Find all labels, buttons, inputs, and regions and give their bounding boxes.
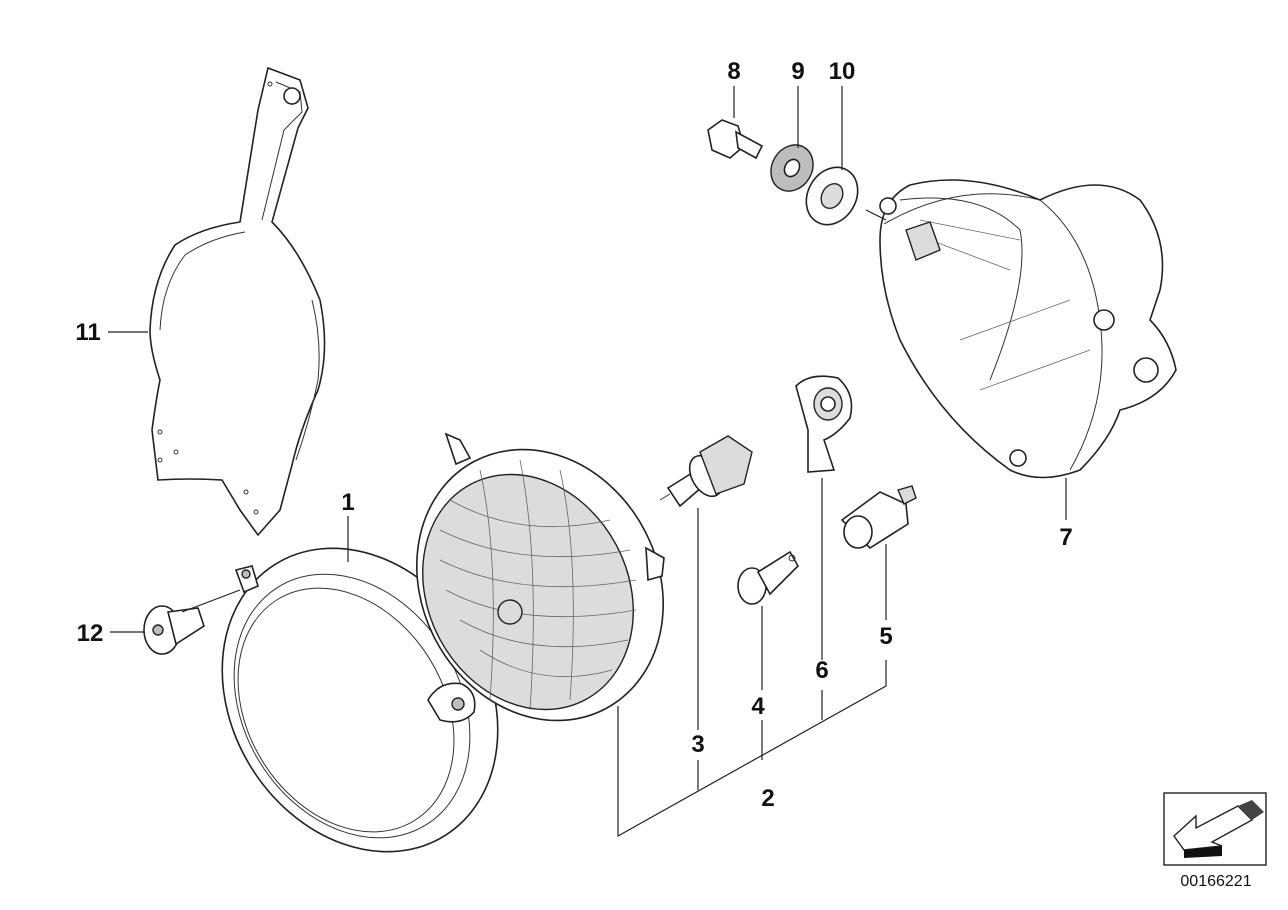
- bulb-part-3[interactable]: [659, 435, 753, 508]
- callout-6: 6: [815, 657, 828, 684]
- cover-cap-part-6[interactable]: [795, 375, 853, 473]
- housing-part-7[interactable]: [879, 179, 1177, 479]
- leader-lines: [108, 86, 1067, 838]
- washer-part-10[interactable]: [796, 158, 868, 234]
- bracket-part-11[interactable]: [149, 66, 326, 537]
- callout-2: 2: [761, 785, 774, 812]
- callout-11: 11: [75, 319, 100, 346]
- screw-part-12[interactable]: [143, 605, 205, 655]
- orientation-arrow-box: [1163, 792, 1267, 866]
- bolt-part-8[interactable]: [707, 119, 764, 160]
- callout-7: 7: [1059, 524, 1072, 551]
- headlight-insert[interactable]: [370, 406, 710, 764]
- bulb-part-4[interactable]: [737, 550, 799, 605]
- document-number: 00166221: [1180, 873, 1251, 890]
- callout-3: 3: [691, 731, 704, 758]
- callout-4: 4: [751, 693, 765, 720]
- callout-1: 1: [341, 489, 354, 516]
- callout-8: 8: [727, 58, 740, 85]
- callout-10: 10: [829, 58, 856, 85]
- callout-5: 5: [879, 623, 892, 650]
- washer-part-9[interactable]: [763, 137, 822, 199]
- socket-part-5[interactable]: [840, 485, 917, 550]
- callout-9: 9: [791, 58, 804, 85]
- callout-12: 12: [77, 620, 104, 647]
